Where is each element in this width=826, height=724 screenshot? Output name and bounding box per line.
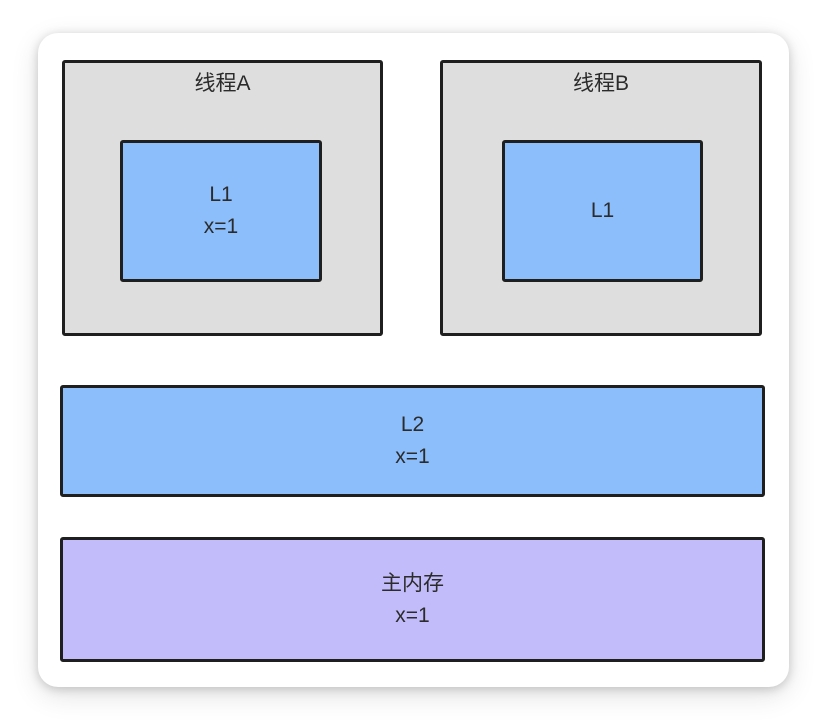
diagram-canvas: 线程A L1 x=1 线程B L1 L2 x=1 主内存 x=1 (38, 33, 789, 687)
l1-cache-value: x=1 (203, 215, 239, 238)
main-memory-name: 主内存 (381, 571, 444, 595)
main-memory-box: 主内存 x=1 (60, 537, 765, 662)
thread-a-l1-cache-box: L1 x=1 (120, 140, 322, 282)
main-memory-value: x=1 (395, 603, 430, 627)
l1-cache-name: L1 (209, 183, 233, 206)
thread-a-label: 线程A (194, 72, 251, 95)
l2-cache-box: L2 x=1 (60, 385, 765, 497)
l2-cache-value: x=1 (395, 445, 430, 468)
thread-b-l1-cache-box: L1 (502, 140, 703, 282)
thread-b-label: 线程B (572, 72, 629, 95)
l1-cache-name: L1 (590, 199, 615, 222)
thread-b-box: 线程B (440, 60, 762, 336)
l2-cache-name: L2 (400, 413, 425, 436)
